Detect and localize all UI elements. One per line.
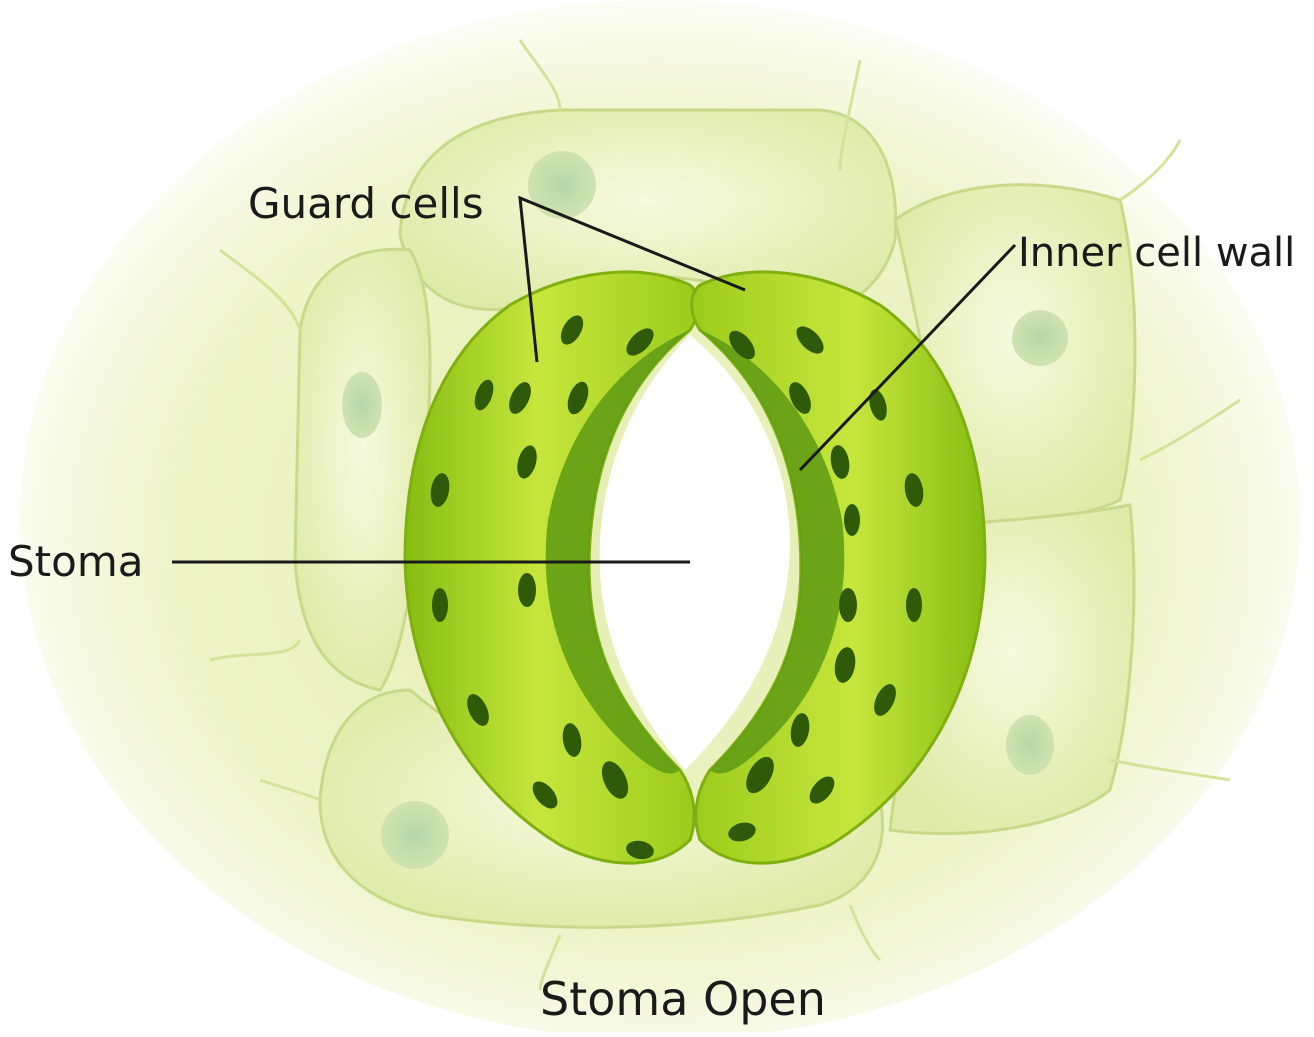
nucleus (528, 151, 596, 219)
inner-cell-wall-label: Inner cell wall (1018, 230, 1295, 276)
stoma-label: Stoma (8, 537, 143, 586)
chloroplast (844, 504, 860, 536)
chloroplast (518, 573, 536, 607)
chloroplast (432, 588, 448, 622)
nucleus (381, 801, 449, 869)
chloroplast (906, 588, 922, 622)
nucleus (1006, 715, 1054, 775)
diagram-caption: Stoma Open (540, 972, 826, 1026)
chloroplast (839, 588, 857, 622)
nucleus (1012, 310, 1068, 366)
guard-cells-label: Guard cells (248, 179, 484, 228)
nucleus (342, 372, 382, 438)
